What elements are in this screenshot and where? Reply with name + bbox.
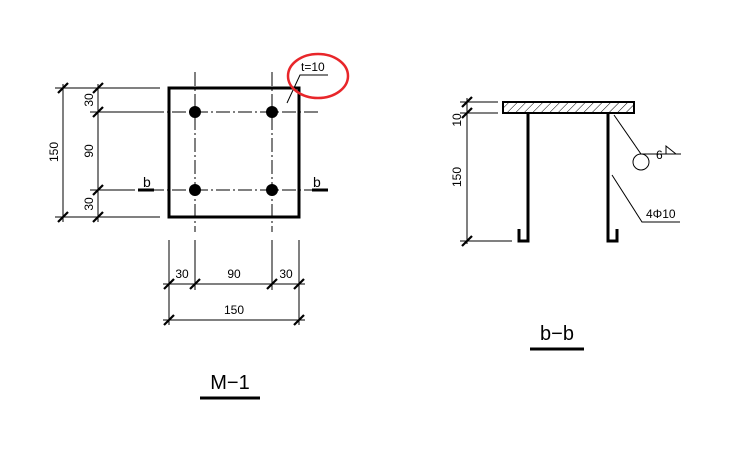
plan-view: b b t=10 30 90 30 150 <box>47 52 350 400</box>
dim-tick <box>92 82 104 94</box>
fillet-weld-icon <box>665 144 677 155</box>
dim-tick <box>461 96 473 108</box>
dim-bottom-right: 30 <box>279 267 293 281</box>
dim-bottom-left: 30 <box>175 267 189 281</box>
dim-left-mid: 90 <box>82 144 96 158</box>
dim-left-top: 30 <box>82 93 96 107</box>
dim-bottom-mid: 90 <box>227 267 241 281</box>
dim-bottom-total: 150 <box>224 303 244 317</box>
anchor-bar-dot <box>266 106 278 118</box>
dim-tick <box>189 278 201 290</box>
rebar-leader <box>611 174 680 223</box>
section-plate <box>502 101 635 114</box>
dim-left-bottom: 30 <box>82 197 96 211</box>
dim-tick <box>461 235 473 247</box>
section-mark-left: b <box>143 174 151 190</box>
rebar-label: 4Φ10 <box>646 207 676 221</box>
section-title: b−b <box>540 323 574 345</box>
anchor-bar-dot <box>266 184 278 196</box>
section-view: 10 150 6 4Φ10 b−b <box>450 96 681 351</box>
dim-plate-thickness: 10 <box>450 113 464 127</box>
weld-leader <box>613 114 681 155</box>
dim-left-total: 150 <box>47 142 61 162</box>
dim-tick <box>57 82 69 94</box>
dim-tick <box>57 211 69 223</box>
embed-plate-outline <box>167 86 301 219</box>
dim-tick <box>92 211 104 223</box>
dim-tick <box>266 278 278 290</box>
anchor-bar-right <box>606 113 619 243</box>
dim-section-height: 150 <box>450 167 464 187</box>
dim-tick <box>92 106 104 118</box>
anchor-bar-dot <box>189 184 201 196</box>
weld-all-around-icon <box>632 153 650 171</box>
weld-size-label: 6 <box>656 148 663 162</box>
dim-tick <box>293 314 305 326</box>
dim-tick <box>163 314 175 326</box>
plan-title: M−1 <box>210 372 249 394</box>
plate-thickness-label: t=10 <box>301 60 325 74</box>
red-highlight-circle <box>286 52 350 100</box>
dim-tick <box>163 278 175 290</box>
section-mark-right: b <box>313 174 321 190</box>
anchor-bar-dot <box>189 106 201 118</box>
thickness-leader <box>286 74 328 104</box>
dim-tick <box>293 278 305 290</box>
dim-tick <box>92 184 104 196</box>
anchor-bar-left <box>517 113 530 243</box>
dim-tick <box>461 107 473 119</box>
